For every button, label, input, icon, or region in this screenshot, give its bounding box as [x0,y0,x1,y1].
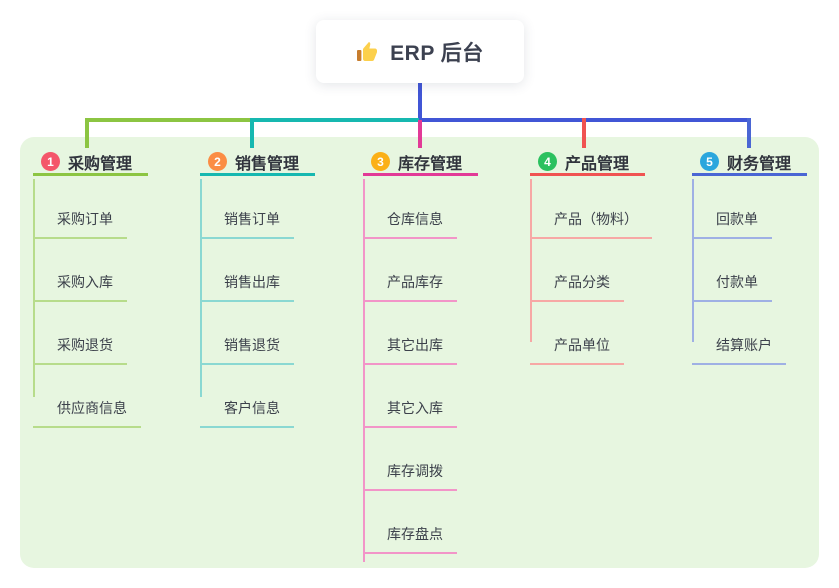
badge-2: 2 [208,152,227,171]
node-product-stock[interactable]: 产品库存 [363,239,457,302]
bus-line-sales [254,118,419,122]
branch-purchase: 1 采购管理 采购订单 采购入库 采购退货 供应商信息 [33,150,148,428]
node-stock-taking[interactable]: 库存盘点 [363,491,457,554]
node-settlement-account[interactable]: 结算账户 [692,302,786,365]
node-sales-order[interactable]: 销售订单 [200,176,294,239]
branch-sales-items: 销售订单 销售出库 销售退货 客户信息 [200,176,294,428]
branch-sales-vline [200,179,202,397]
bus-line-purchase [85,118,254,122]
node-purchase-order[interactable]: 采购订单 [33,176,127,239]
branch-finance-header[interactable]: 5 财务管理 [692,150,807,176]
thumbs-up-icon [357,41,378,61]
node-product-unit[interactable]: 产品单位 [530,302,624,365]
branch-finance-label: 财务管理 [727,155,792,173]
node-payment-bill[interactable]: 付款单 [692,239,772,302]
root-node-label: ERP 后台 [390,41,484,65]
badge-5: 5 [700,152,719,171]
root-node-erp[interactable]: ERP 后台 [316,20,524,83]
node-sales-return[interactable]: 销售退货 [200,302,294,365]
node-supplier-info[interactable]: 供应商信息 [33,365,141,428]
node-outbound-detail[interactable]: 出库库明细 [363,554,471,588]
badge-1: 1 [41,152,60,171]
node-other-inbound[interactable]: 其它入库 [363,365,457,428]
branch-product-label: 产品管理 [565,155,630,173]
branch-product: 4 产品管理 产品（物料） 产品分类 产品单位 [530,150,652,365]
branch-inventory: 3 库存管理 仓库信息 产品库存 其它出库 其它入库 库存调拨 库存盘点 出库库… [363,150,478,562]
node-other-outbound[interactable]: 其它出库 [363,302,457,365]
node-receipt-bill[interactable]: 回款单 [692,176,772,239]
node-product-category[interactable]: 产品分类 [530,239,624,302]
badge-3: 3 [371,152,390,171]
branch-purchase-vline [33,179,35,397]
drop-line-inventory [418,120,422,148]
drop-line-finance [747,118,751,148]
branch-inventory-vline [363,179,365,562]
branch-finance-items: 回款单 付款单 结算账户 [692,176,786,365]
drop-line-product [582,118,586,148]
branch-finance: 5 财务管理 回款单 付款单 结算账户 [692,150,807,365]
branch-product-header[interactable]: 4 产品管理 [530,150,645,176]
root-connector-line [418,83,422,120]
node-purchase-inbound[interactable]: 采购入库 [33,239,127,302]
node-warehouse-info[interactable]: 仓库信息 [363,176,457,239]
branch-sales-label: 销售管理 [235,155,300,173]
node-product-material[interactable]: 产品（物料） [530,176,652,239]
branch-sales-header[interactable]: 2 销售管理 [200,150,315,176]
badge-4: 4 [538,152,557,171]
branch-product-vline [530,179,532,342]
node-sales-outbound[interactable]: 销售出库 [200,239,294,302]
branch-finance-vline [692,179,694,342]
node-customer-info[interactable]: 客户信息 [200,365,294,428]
branches-background-panel [20,137,819,568]
drop-line-sales [250,118,254,148]
branch-purchase-items: 采购订单 采购入库 采购退货 供应商信息 [33,176,141,428]
node-purchase-return[interactable]: 采购退货 [33,302,127,365]
branch-inventory-label: 库存管理 [398,155,463,173]
branch-product-items: 产品（物料） 产品分类 产品单位 [530,176,652,365]
branch-sales: 2 销售管理 销售订单 销售出库 销售退货 客户信息 [200,150,315,428]
node-stock-transfer[interactable]: 库存调拨 [363,428,457,491]
drop-line-purchase [85,118,89,148]
branch-inventory-items: 仓库信息 产品库存 其它出库 其它入库 库存调拨 库存盘点 出库库明细 [363,176,471,588]
branch-purchase-header[interactable]: 1 采购管理 [33,150,148,176]
branch-purchase-label: 采购管理 [68,155,133,173]
branch-inventory-header[interactable]: 3 库存管理 [363,150,478,176]
